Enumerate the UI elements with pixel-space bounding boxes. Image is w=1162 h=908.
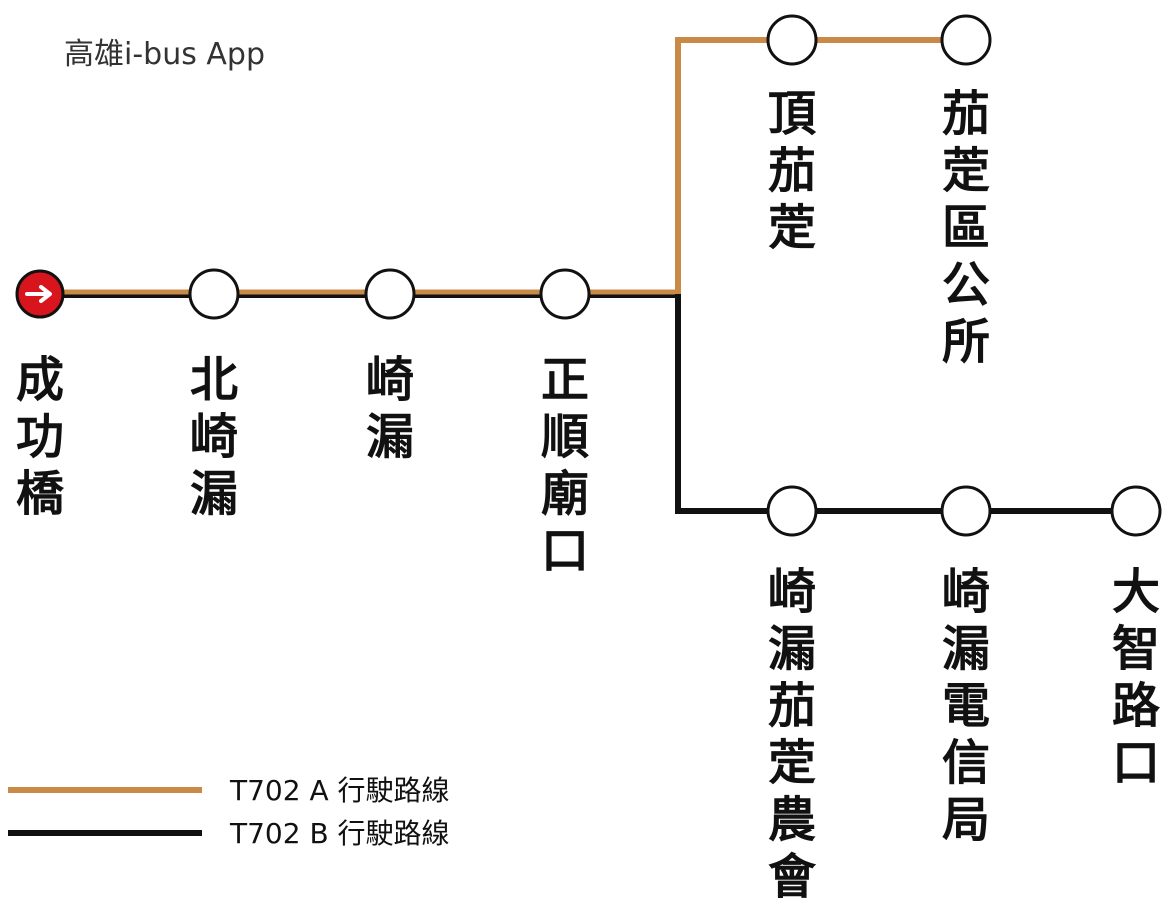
trunk-stop: [539, 268, 591, 320]
trunk-label: 崎漏: [366, 352, 414, 465]
trunk-stop: [15, 269, 65, 319]
right-arrow-icon: [25, 285, 52, 303]
stop-circle: [539, 268, 591, 320]
branch_a-label: 茄萣區公所: [942, 86, 990, 370]
legend-item-route-b: T702 B 行駛路線: [8, 817, 450, 850]
legend-label: T702 B 行駛路線: [229, 817, 450, 850]
branch_a-label: 頂茄萣: [768, 86, 817, 256]
stop-circle: [364, 268, 416, 320]
trunk-label: 正順廟口: [541, 352, 589, 579]
branch_a-stop: [766, 14, 818, 66]
stop-circle: [1110, 485, 1162, 537]
branch-a-line: [675, 37, 966, 294]
stop-circle: [766, 14, 818, 66]
app-label: 高雄i-bus App: [64, 37, 265, 72]
trunk-label: 北崎漏: [190, 352, 238, 522]
branch_b-stop: [766, 485, 818, 537]
legend-label: T702 A 行駛路線: [229, 774, 450, 807]
legend: T702 A 行駛路線 T702 B 行駛路線: [8, 774, 450, 850]
stop-circle: [188, 268, 240, 320]
branch_b-stop: [1110, 485, 1162, 537]
trunk-label: 成功橋: [16, 352, 65, 522]
stop-circle: [766, 485, 818, 537]
route-stops: [15, 14, 1162, 537]
stop-circle: [940, 485, 992, 537]
branch_b-label: 大智路口: [1112, 564, 1161, 791]
stop-circle: [940, 14, 992, 66]
legend-item-route-a: T702 A 行駛路線: [8, 774, 450, 807]
branch_b-stop: [940, 485, 992, 537]
trunk-stop: [188, 268, 240, 320]
branch_a-stop: [940, 14, 992, 66]
branch-b-line: [675, 294, 1136, 514]
branch_b-label: 崎漏電信局: [942, 564, 990, 848]
trunk-stop: [364, 268, 416, 320]
branch_b-label: 崎漏茄萣農會: [768, 564, 817, 905]
